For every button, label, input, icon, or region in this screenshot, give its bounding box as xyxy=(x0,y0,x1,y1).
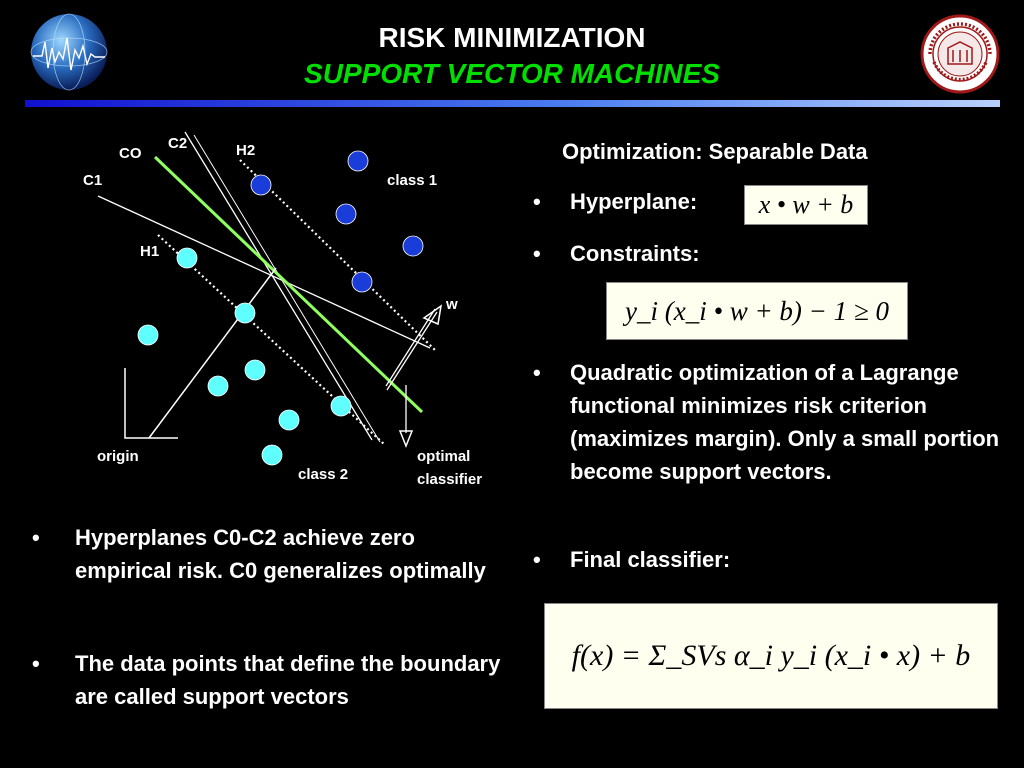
constraints-label: Constraints: xyxy=(570,241,700,266)
globe-logo-icon xyxy=(30,13,108,91)
title-rule xyxy=(25,100,1000,107)
label-w: w xyxy=(446,296,458,313)
class1-points xyxy=(250,150,424,293)
class2-point xyxy=(207,375,229,397)
class1-point xyxy=(402,235,424,257)
constraint-formula: y_i (x_i • w + b) − 1 ≥ 0 xyxy=(606,282,908,340)
label-class1: class 1 xyxy=(387,172,438,189)
label-c2: C2 xyxy=(168,135,188,152)
slide-subtitle: SUPPORT VECTOR MACHINES xyxy=(304,58,720,89)
left-bullet-2: The data points that define the boundary… xyxy=(75,651,501,709)
class2-point xyxy=(244,359,266,381)
svm-diagram xyxy=(97,131,443,466)
w-vector xyxy=(386,311,438,391)
class1-point xyxy=(351,271,373,293)
margin-h2 xyxy=(239,159,436,351)
class2-point xyxy=(330,395,352,417)
hyperplane-c1 xyxy=(97,195,431,349)
label-classifier: classifier xyxy=(417,471,483,488)
down-arrow-icon xyxy=(398,430,414,449)
label-c1: C1 xyxy=(83,172,103,189)
university-seal-icon xyxy=(920,14,1000,94)
left-bullet-1: Hyperplanes C0-C2 achieve zero empirical… xyxy=(75,525,486,583)
origin-vector xyxy=(148,267,277,439)
right-heading: Optimization: Separable Data xyxy=(562,139,868,164)
final-formula: f(x) = Σ_SVs α_i y_i (x_i • x) + b xyxy=(544,603,998,709)
hyperplane-label: Hyperplane: xyxy=(570,189,698,214)
final-label: Final classifier: xyxy=(570,547,731,572)
hyperplane-formula: x • w + b xyxy=(744,185,868,225)
margin-h1 xyxy=(157,234,386,446)
class2-point xyxy=(234,302,256,324)
class1-point xyxy=(335,203,357,225)
class2-point xyxy=(176,247,198,269)
hyperplane-c0-optimal xyxy=(153,155,424,414)
class1-point xyxy=(347,150,369,172)
class2-point xyxy=(261,444,283,466)
label-c0: CO xyxy=(119,145,142,162)
label-h1: H1 xyxy=(140,243,160,260)
label-origin: origin xyxy=(97,448,139,465)
class2-points xyxy=(137,247,352,466)
class2-point xyxy=(278,409,300,431)
label-h2: H2 xyxy=(236,142,256,159)
axes xyxy=(124,368,178,439)
slide-title: RISK MINIMIZATION xyxy=(378,22,646,53)
label-optimal: optimal xyxy=(417,448,471,465)
class1-point xyxy=(250,174,272,196)
label-class2: class 2 xyxy=(298,466,349,483)
hyperplane-c2 xyxy=(184,131,373,441)
quadratic-text: Quadratic optimization of a Lagrange fun… xyxy=(570,360,1000,484)
class2-point xyxy=(137,324,159,346)
w-arrowhead-icon xyxy=(422,304,443,326)
